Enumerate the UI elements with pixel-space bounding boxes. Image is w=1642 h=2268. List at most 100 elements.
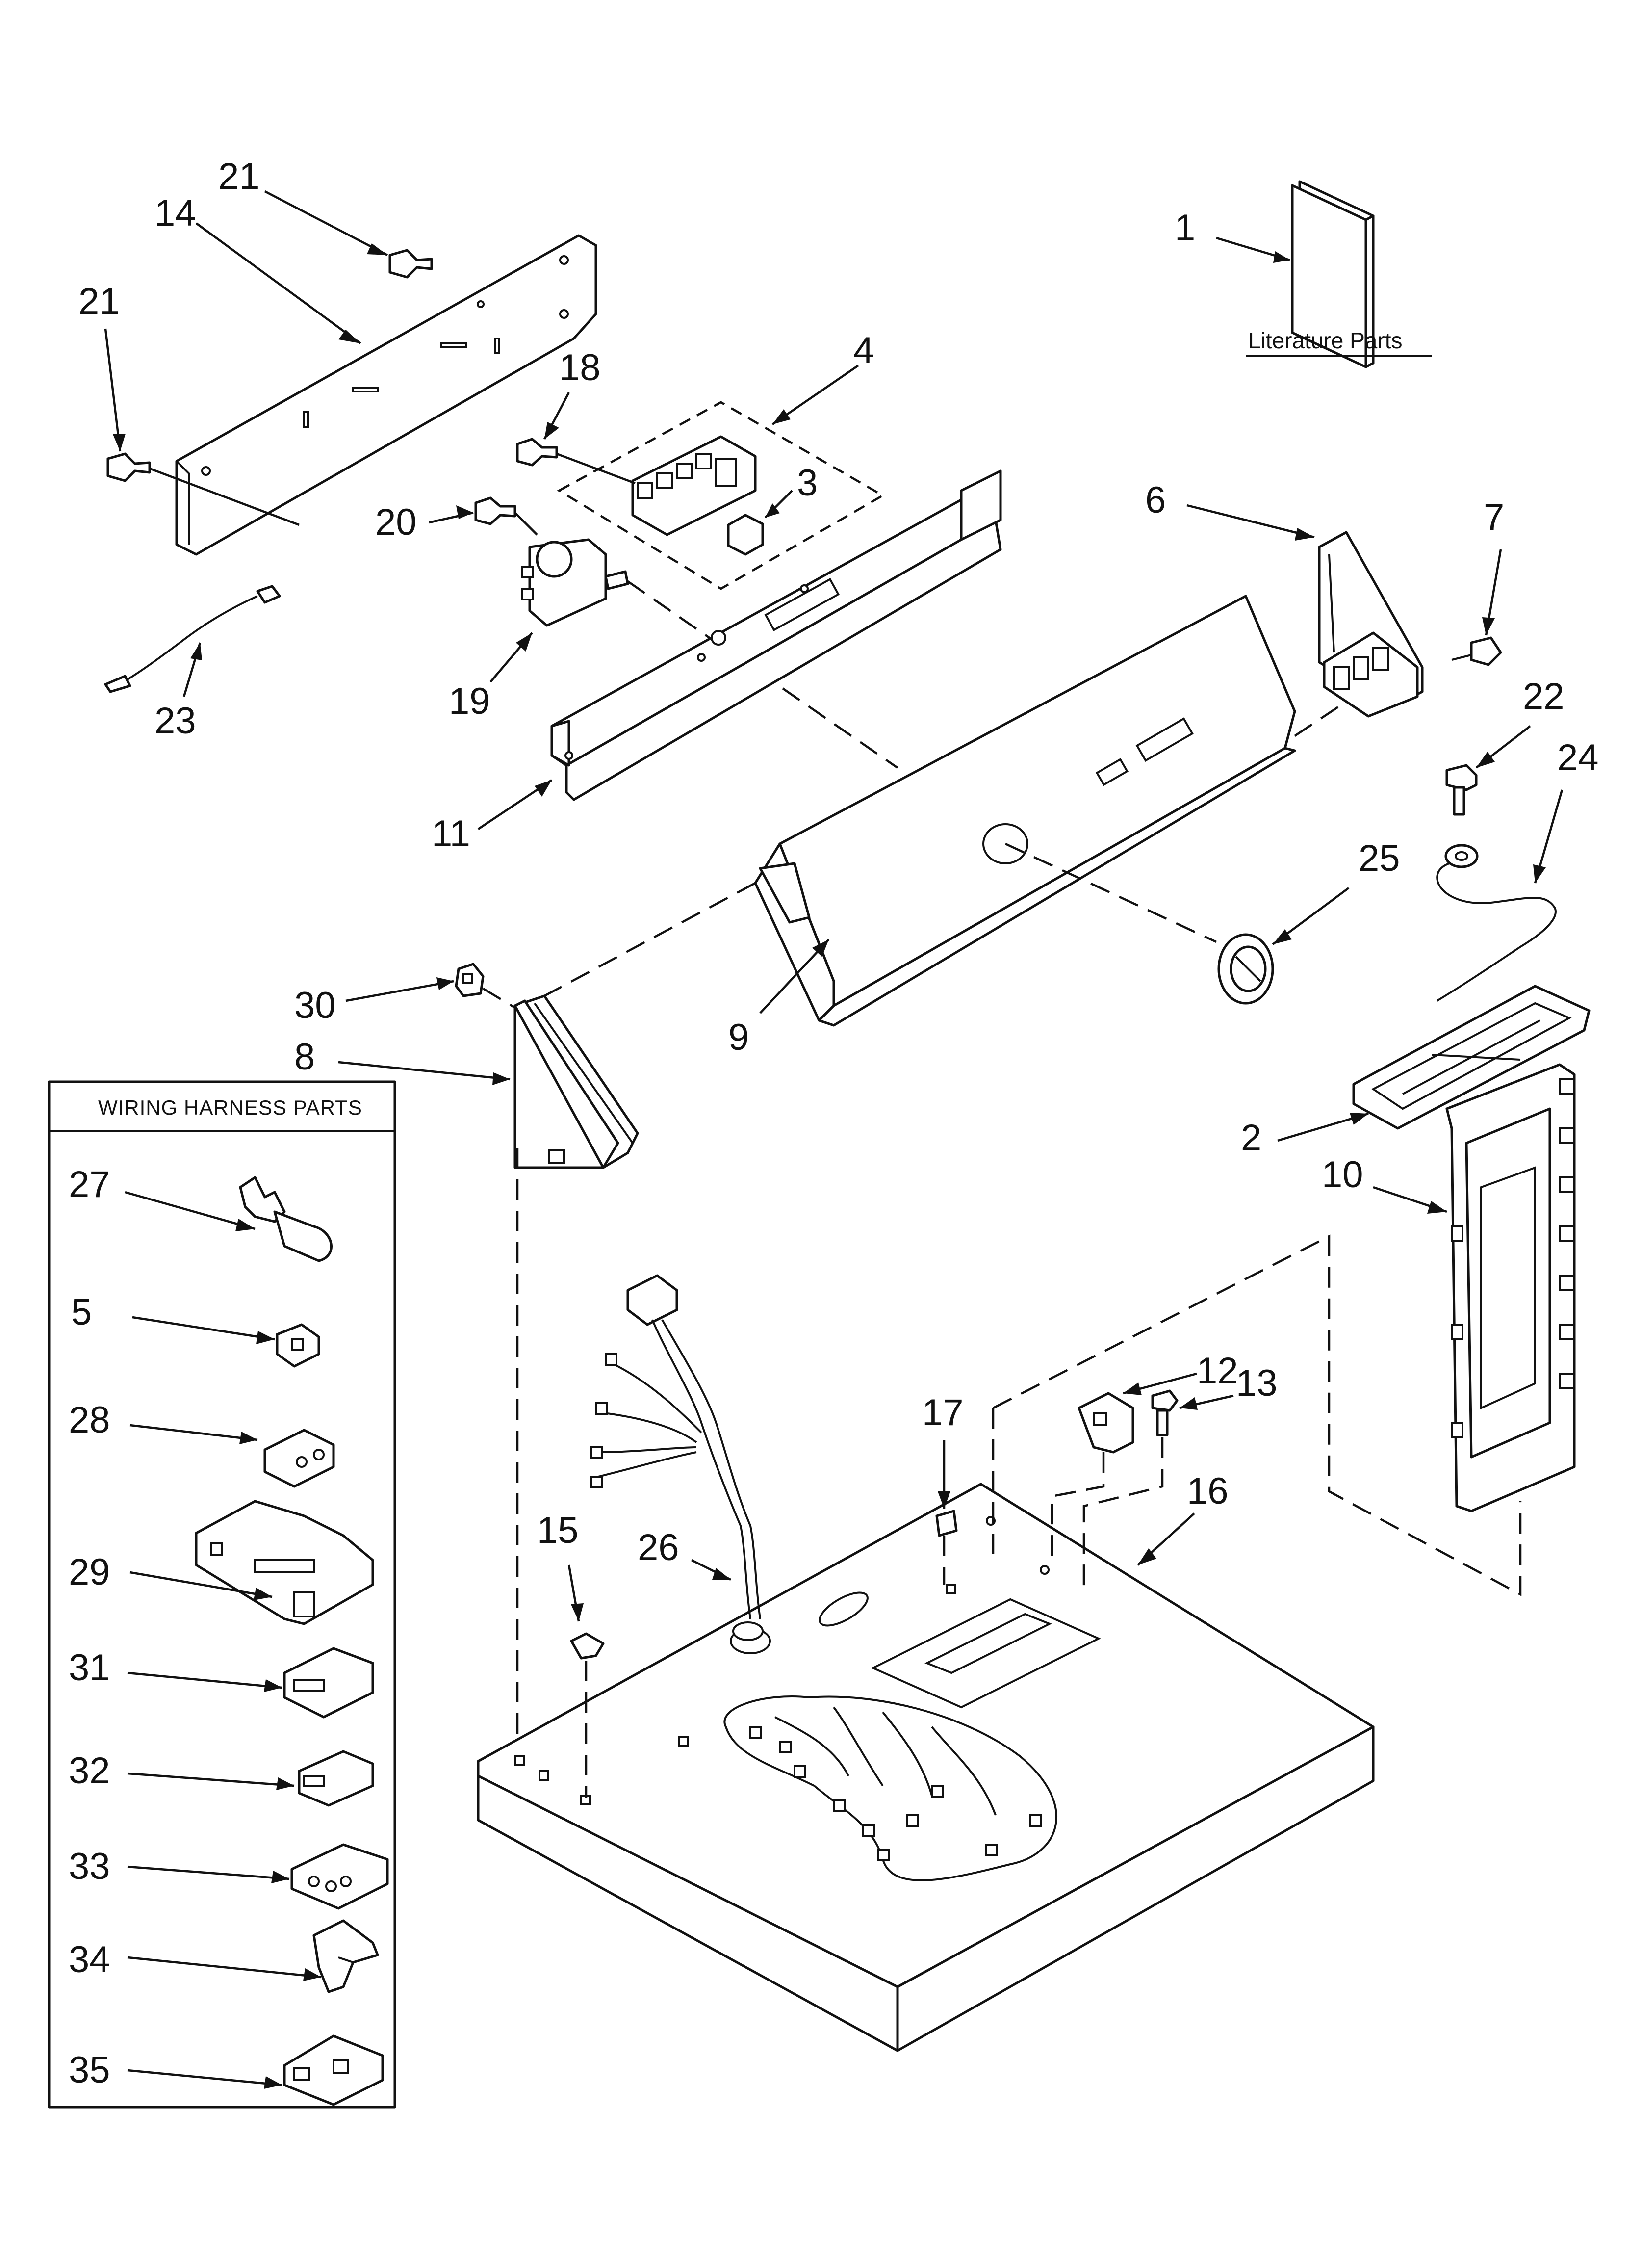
end-cap-8 (513, 994, 639, 1169)
literature-parts-label: Literature Parts (1248, 328, 1402, 353)
arrowhead-35 (264, 2076, 282, 2089)
arrowhead-1 (1273, 251, 1290, 263)
callout-12: 12 (1197, 1350, 1238, 1392)
arrowhead-27 (235, 1219, 255, 1231)
screw-22 (1445, 764, 1478, 816)
callout-4: 4 (853, 330, 874, 371)
leader-5 (132, 1316, 275, 1341)
leader-35 (127, 2069, 282, 2086)
callout-7: 7 (1484, 496, 1504, 538)
arrowhead-21-lower (113, 434, 126, 451)
screw-21-upper (388, 249, 433, 279)
bracket-12-dash (1051, 1452, 1105, 1565)
arrowhead-31 (264, 1679, 282, 1692)
harness-box (48, 1080, 396, 2109)
leader-14 (195, 222, 361, 344)
callout-35: 35 (69, 2049, 110, 2091)
harness-box-title: WIRING HARNESS PARTS (98, 1096, 362, 1119)
screw-21-lower (106, 452, 151, 482)
callout-20: 20 (375, 501, 417, 543)
bracket-12 (1078, 1392, 1134, 1454)
callout-19: 19 (449, 680, 490, 722)
leader-30 (345, 980, 454, 1002)
arrowhead-22 (1476, 752, 1495, 768)
rear-panel-bracket (175, 234, 597, 556)
arrowhead-33 (271, 1871, 289, 1883)
connector-32 (298, 1750, 374, 1807)
callout-28: 28 (69, 1399, 110, 1441)
connector-35 (283, 2034, 384, 2106)
arrowhead-19 (516, 633, 532, 652)
leader-28 (129, 1424, 258, 1441)
arrowhead-4 (772, 409, 791, 424)
leader-6 (1186, 504, 1315, 539)
callout-18: 18 (559, 347, 601, 389)
end-cap-6 (1318, 531, 1424, 718)
arrowhead-17 (938, 1491, 950, 1509)
callout-10: 10 (1322, 1154, 1363, 1196)
leader-33 (127, 1865, 290, 1880)
harness-mass (723, 1695, 1057, 1881)
arrowhead-21-upper (367, 243, 387, 255)
callout-5: 5 (71, 1291, 92, 1333)
callout-17: 17 (922, 1392, 964, 1434)
ground-wire-23 (104, 585, 281, 693)
callout-2: 2 (1241, 1117, 1261, 1159)
leader-32 (127, 1772, 295, 1787)
arrowhead-18 (544, 422, 559, 439)
arrowhead-11 (535, 780, 552, 797)
callout-30: 30 (294, 985, 336, 1026)
screw-20 (474, 496, 516, 525)
control-panel-rail-11 (550, 469, 1002, 801)
callout-22: 22 (1523, 676, 1565, 717)
arrowhead-14 (338, 330, 360, 343)
ground-wire-24 (1436, 844, 1557, 1002)
leader-21-upper (264, 190, 388, 256)
clip-34 (312, 1919, 379, 1993)
connector-31 (283, 1647, 374, 1719)
screw-13-dash (1082, 1437, 1164, 1594)
callout-11: 11 (432, 813, 470, 855)
callout-29: 29 (69, 1551, 110, 1593)
arrowhead-5 (256, 1331, 275, 1344)
clip-30 (455, 963, 485, 997)
literature-booklet (1291, 180, 1375, 368)
top-panel-16 (477, 1483, 1375, 2052)
knob-3 (727, 514, 764, 556)
arrowhead-3 (765, 503, 780, 518)
callout-26: 26 (638, 1527, 679, 1568)
plug-17 (935, 1510, 958, 1537)
timer-motor-19 (521, 538, 629, 627)
arrowhead-8 (492, 1072, 510, 1085)
callout-21-lower: 21 (78, 281, 120, 322)
screw-18 (516, 438, 558, 467)
screw-18-axis (556, 452, 636, 485)
callout-14: 14 (154, 192, 196, 234)
callout-25: 25 (1359, 837, 1400, 879)
console-to-knob-dash (1005, 842, 1217, 943)
arrowhead-26 (712, 1568, 731, 1580)
arrowhead-16 (1138, 1548, 1156, 1565)
callout-32: 32 (69, 1750, 110, 1792)
leader-29 (129, 1571, 273, 1598)
clip-15 (570, 1632, 605, 1660)
lint-housing-10 (1445, 1063, 1576, 1512)
leader-27 (125, 1191, 256, 1230)
callout-1: 1 (1175, 207, 1195, 249)
callout-9: 9 (728, 1017, 749, 1058)
callout-24: 24 (1557, 737, 1599, 779)
callout-34: 34 (69, 1939, 110, 1981)
arrowhead-30 (436, 977, 454, 990)
leader-34 (127, 1956, 322, 1979)
arrowhead-2 (1350, 1113, 1368, 1125)
connector-28 (263, 1429, 335, 1488)
arrowhead-10 (1427, 1201, 1447, 1214)
callout-6: 6 (1145, 479, 1166, 521)
callout-13: 13 (1236, 1362, 1278, 1404)
lint-housing-dash (992, 1234, 1522, 1596)
timer-switch-block (631, 435, 757, 536)
screw-7 (1451, 636, 1502, 666)
arrowhead-20 (456, 505, 473, 519)
arrowhead-29 (254, 1588, 272, 1600)
